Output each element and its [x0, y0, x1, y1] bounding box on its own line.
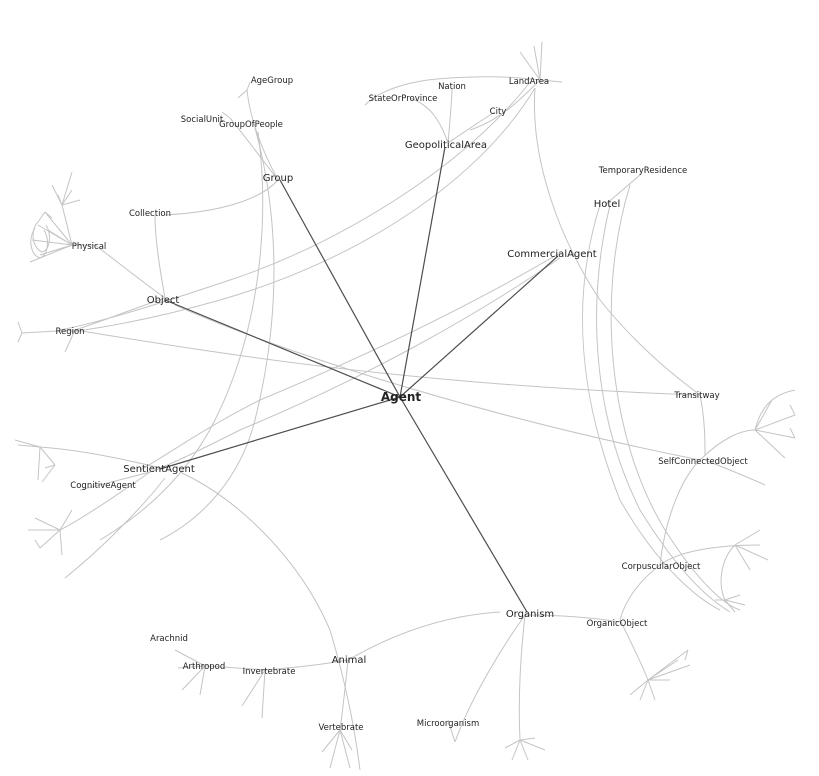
node-nation[interactable]: Nation [438, 82, 466, 92]
node-geopolitical-area[interactable]: GeopoliticalArea [405, 140, 487, 151]
node-group[interactable]: Group [263, 173, 293, 184]
node-invertebrate[interactable]: Invertebrate [243, 667, 296, 677]
node-hotel[interactable]: Hotel [594, 199, 621, 210]
node-arthropod[interactable]: Arthropod [183, 662, 226, 672]
node-physical[interactable]: Physical [72, 242, 107, 252]
node-city[interactable]: City [490, 107, 507, 117]
node-temporary-residence[interactable]: TemporaryResidence [598, 166, 688, 176]
faint-edges [14, 41, 796, 771]
node-self-connected-object[interactable]: SelfConnectedObject [658, 457, 748, 467]
node-vertebrate[interactable]: Vertebrate [318, 723, 363, 733]
node-state-or-province[interactable]: StateOrProvince [369, 94, 438, 104]
node-region[interactable]: Region [55, 327, 84, 337]
node-organism[interactable]: Organism [506, 609, 554, 620]
node-collection[interactable]: Collection [129, 209, 171, 219]
node-commercial-agent[interactable]: CommercialAgent [507, 249, 596, 260]
node-agent[interactable]: Agent [381, 390, 422, 404]
node-sentient-agent[interactable]: SentientAgent [123, 464, 195, 475]
node-labels: Agent Group GeopoliticalArea CommercialA… [55, 76, 748, 733]
node-arachnid[interactable]: Arachnid [150, 634, 188, 644]
node-microorganism[interactable]: Microorganism [417, 719, 479, 729]
node-social-unit[interactable]: SocialUnit [181, 115, 224, 125]
node-transitway[interactable]: Transitway [673, 391, 719, 401]
node-age-group[interactable]: AgeGroup [251, 76, 293, 86]
node-cognitive-agent[interactable]: CognitiveAgent [70, 481, 136, 491]
node-animal[interactable]: Animal [332, 655, 367, 666]
node-corpuscular-object[interactable]: CorpuscularObject [622, 562, 701, 572]
node-organic-object[interactable]: OrganicObject [587, 619, 648, 629]
node-object[interactable]: Object [147, 295, 180, 306]
primary-edges [159, 146, 559, 613]
node-land-area[interactable]: LandArea [509, 77, 549, 87]
node-group-of-people[interactable]: GroupOfPeople [219, 120, 283, 130]
